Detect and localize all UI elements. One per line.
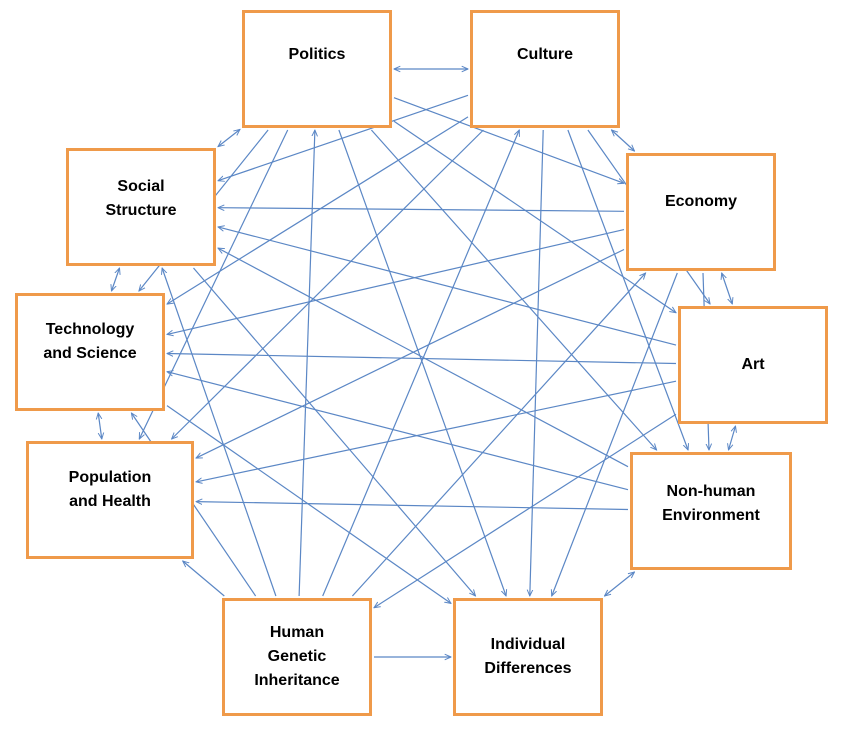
arrow-art-to-social-structure: [218, 227, 677, 346]
arrow-non-human-environment-to-technology-and-science: [167, 372, 629, 491]
node-label-economy: Economy: [664, 193, 737, 210]
arrow-non-human-environment-to-population-and-health: [196, 502, 629, 511]
arrow-culture-to-population-and-health: [172, 129, 484, 439]
node-culture: Culture: [470, 10, 620, 128]
arrow-culture-to-technology-and-science: [167, 116, 469, 304]
node-label-individual-differences: Individual Differences: [484, 636, 572, 677]
arrow-culture-to-social-structure: [218, 94, 469, 180]
arrow-population-and-health-to-human-genetic-inheritance: [183, 561, 225, 597]
arrow-human-genetic-inheritance-to-social-structure: [162, 268, 277, 597]
arrow-culture-to-non-human-environment: [567, 129, 688, 450]
node-art: Art: [678, 306, 828, 424]
edge-layer: [98, 69, 735, 657]
arrow-economy-to-technology-and-science: [167, 229, 625, 335]
node-non-human-environment: Non-human Environment: [630, 452, 792, 570]
node-economy: Economy: [626, 153, 776, 271]
arrow-human-genetic-inheritance-to-politics: [298, 130, 315, 597]
node-label-culture: Culture: [517, 46, 573, 63]
node-label-population-and-health: Population and Health: [68, 469, 152, 510]
arrow-social-structure-to-individual-differences: [193, 267, 476, 596]
arrow-technology-and-science-to-population-and-health: [98, 413, 102, 439]
arrow-human-genetic-inheritance-to-economy: [351, 273, 645, 597]
node-individual-differences: Individual Differences: [453, 598, 603, 716]
arrow-economy-to-population-and-health: [196, 248, 625, 459]
node-label-art: Art: [741, 356, 765, 373]
node-technology-and-science: Technology and Science: [15, 293, 165, 411]
arrow-politics-to-social-structure: [218, 129, 240, 146]
arrow-human-genetic-inheritance-to-culture: [322, 130, 520, 597]
arrow-social-structure-to-technology-and-science: [112, 268, 120, 291]
arrow-art-to-non-human-environment: [729, 426, 736, 450]
node-label-human-genetic-inheritance: Human Genetic Inheritance: [254, 624, 340, 689]
arrow-art-to-human-genetic-inheritance: [374, 413, 677, 607]
node-label-technology-and-science: Technology and Science: [43, 321, 137, 362]
arrow-politics-to-art: [393, 120, 676, 312]
arrow-economy-to-social-structure: [218, 208, 625, 212]
arrow-technology-and-science-to-individual-differences: [166, 405, 451, 604]
arrow-art-to-technology-and-science: [167, 354, 677, 365]
node-population-and-health: Population and Health: [26, 441, 194, 559]
node-label-politics: Politics: [288, 46, 346, 63]
node-social-structure: Social Structure: [66, 148, 216, 266]
arrow-non-human-environment-to-individual-differences: [605, 572, 635, 596]
arrow-economy-to-individual-differences: [552, 272, 678, 596]
node-label-social-structure: Social Structure: [105, 178, 177, 219]
arrow-politics-to-economy: [393, 97, 624, 184]
node-human-genetic-inheritance: Human Genetic Inheritance: [222, 598, 372, 716]
arrow-politics-to-non-human-environment: [370, 129, 656, 450]
arrow-culture-to-economy: [612, 130, 635, 151]
arrow-politics-to-individual-differences: [338, 129, 506, 596]
arrow-economy-to-art: [722, 273, 733, 304]
arrow-culture-to-individual-differences: [530, 129, 544, 596]
node-label-non-human-environment: Non-human Environment: [662, 483, 760, 524]
node-politics: Politics: [242, 10, 392, 128]
arrow-art-to-population-and-health: [196, 380, 677, 482]
